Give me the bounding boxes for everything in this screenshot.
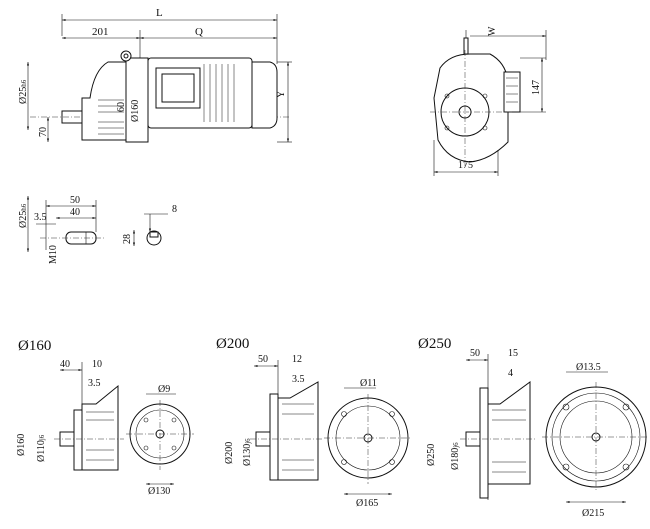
f160-dim-110: Ø110j6	[36, 434, 47, 462]
dim-70: 70	[38, 127, 49, 137]
flange-250-title: Ø250	[418, 336, 451, 352]
dim-L: L	[156, 7, 163, 19]
key-detail: 8 28	[122, 204, 177, 246]
thread-m10: M10	[48, 245, 59, 264]
dim-Q: Q	[195, 26, 203, 38]
f250-pcd: Ø215	[582, 508, 604, 519]
f250-hole: Ø13.5	[576, 362, 601, 373]
side-view: W 147 175	[430, 26, 547, 176]
dim-W: W	[487, 26, 498, 36]
dim-60: 60	[116, 102, 127, 112]
dim-Y: Y	[276, 91, 287, 98]
f200-pcd: Ø165	[356, 498, 378, 509]
flange-160-title: Ø160	[18, 338, 51, 354]
shaft-detail-dia: Ø25h6	[18, 203, 29, 228]
dim-201: 201	[92, 26, 109, 38]
f200-dim-130: Ø130j6	[242, 438, 253, 466]
flange-250: Ø250 50 15 4 Ø250 Ø180j6 Ø13.5 Ø215	[418, 336, 648, 519]
f200-dim-200: Ø200	[224, 442, 235, 464]
flange-200-title: Ø200	[216, 336, 249, 352]
f250-dim-180: Ø180j6	[450, 442, 461, 470]
dim-175: 175	[458, 160, 473, 171]
shaft-dim-40: 40	[70, 207, 80, 218]
main-shaft-dia: Ø25h6	[18, 79, 29, 104]
shaft-detail: Ø25h6 50 40 3.5 M10	[18, 195, 104, 264]
key-dim-28: 28	[122, 234, 133, 244]
f160-dim-3-5: 3.5	[88, 378, 101, 389]
f250-dim-4: 4	[508, 368, 513, 379]
f250-dim-250: Ø250	[426, 444, 437, 466]
shaft-dim-3-5: 3.5	[34, 212, 47, 223]
f250-dim-15: 15	[508, 348, 518, 359]
f160-pcd: Ø130	[148, 486, 170, 497]
flange-200: Ø200 50 12 3.5 Ø200 Ø130j6 Ø11 Ø165	[216, 336, 412, 509]
f160-dim-10: 10	[92, 359, 102, 370]
f200-dim-3-5: 3.5	[292, 374, 305, 385]
f200-dim-12: 12	[292, 354, 302, 365]
flange-160: Ø160 40 10 3.5 Ø160 Ø110j6 Ø9 Ø130	[16, 338, 194, 497]
f160-dim-40: 40	[60, 359, 70, 370]
f200-hole: Ø11	[360, 378, 377, 389]
shaft-dim-50: 50	[70, 195, 80, 206]
main-view: L 201 Q Ø25h6 70	[18, 7, 292, 143]
key-dim-8: 8	[172, 204, 177, 215]
f250-dim-50: 50	[470, 348, 480, 359]
dim-160: Ø160	[130, 100, 141, 122]
f200-dim-50: 50	[258, 354, 268, 365]
f160-dim-160: Ø160	[16, 434, 27, 456]
f160-hole: Ø9	[158, 384, 170, 395]
dim-147: 147	[531, 80, 542, 95]
